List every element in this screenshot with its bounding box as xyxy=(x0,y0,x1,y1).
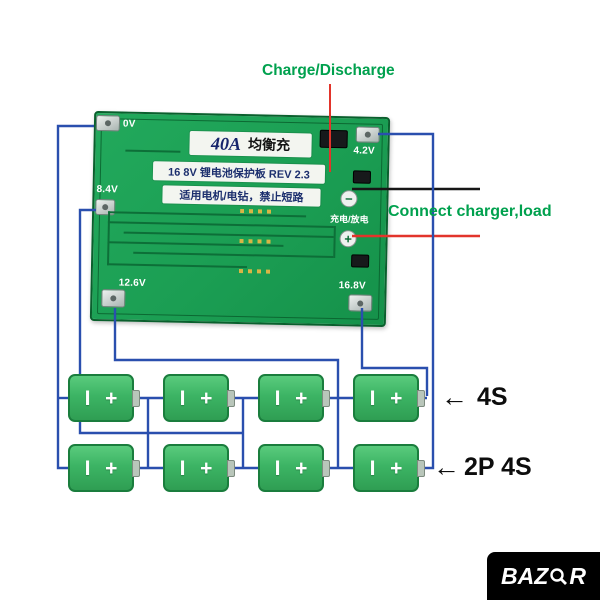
plus-mark: + xyxy=(344,231,353,247)
charge-minus-pad: − xyxy=(340,190,358,208)
left-arrow-icon: ← xyxy=(441,382,468,412)
battery-positive-mark: + xyxy=(295,456,308,480)
battery-cell: I + xyxy=(258,374,330,422)
battery-positive-mark: + xyxy=(200,456,213,480)
solder-pad-4v2 xyxy=(355,126,380,143)
battery-negative-mark: I xyxy=(84,456,91,480)
via-cluster xyxy=(239,238,274,244)
battery-positive-mark: + xyxy=(105,386,118,410)
pad-label-16v8: 16.8V xyxy=(338,280,366,292)
board-title-label: 16 8V 锂电池保护板 REV 2.3 xyxy=(152,161,326,184)
battery-terminal-nub xyxy=(417,460,425,477)
via-cluster xyxy=(240,209,275,214)
battery-terminal-nub xyxy=(132,390,140,407)
pcb-trace xyxy=(133,251,334,258)
battery-negative-mark: I xyxy=(369,386,376,410)
pad-label-8v4: 8.4V xyxy=(96,183,119,196)
pcb-trace xyxy=(108,211,307,218)
battery-cell: I + xyxy=(258,444,330,492)
solder-pad-16v8 xyxy=(348,294,373,312)
minus-mark: − xyxy=(344,191,353,207)
battery-negative-mark: I xyxy=(274,456,281,480)
battery-cell: I + xyxy=(163,374,235,422)
battery-terminal-nub xyxy=(227,390,235,407)
battery-negative-mark: I xyxy=(84,386,91,410)
board-warning-label: 适用电机/电钻，禁止短路 xyxy=(162,185,321,207)
pcb-trace xyxy=(107,211,111,266)
charge-discharge-annotation: Charge/Discharge xyxy=(262,62,395,79)
via-cluster xyxy=(238,268,273,274)
solder-pad-0v xyxy=(95,114,121,132)
battery-terminal-nub xyxy=(417,390,425,407)
pad-label-4v2: 4.2V xyxy=(353,145,375,157)
pcb-trace xyxy=(123,231,334,238)
battery-terminal-nub xyxy=(132,460,140,477)
ic-chip xyxy=(351,254,370,268)
ic-chip xyxy=(319,129,348,149)
battery-cell: I + xyxy=(68,374,140,422)
battery-terminal-nub xyxy=(322,460,330,477)
battery-cell: I + xyxy=(68,444,140,492)
battery-terminal-nub xyxy=(227,460,235,477)
bazar-watermark: BAZ R xyxy=(487,552,600,600)
battery-cell: I + xyxy=(353,374,425,422)
row2-config-text: 2P 4S xyxy=(464,453,532,481)
battery-negative-mark: I xyxy=(179,386,186,410)
pcb-trace xyxy=(107,221,334,228)
board-rating-label: 40A 均衡充 xyxy=(189,130,312,158)
pad-label-0v: 0V xyxy=(122,118,136,130)
row1-config-label: ← 4S xyxy=(441,383,508,412)
charge-discharge-cn-text: 充电/放电 xyxy=(329,213,369,225)
pcb-trace xyxy=(125,149,181,153)
watermark-text-right: R xyxy=(569,562,586,589)
board-title-text: 16 8V 锂电池保护板 REV 2.3 xyxy=(167,165,310,181)
battery-terminal-nub xyxy=(322,390,330,407)
connect-charger-annotation: Connect charger,load xyxy=(388,203,552,220)
battery-positive-mark: + xyxy=(200,386,213,410)
battery-cell: I + xyxy=(353,444,425,492)
battery-negative-mark: I xyxy=(369,456,376,480)
left-arrow-icon: ← xyxy=(433,452,460,482)
solder-pad-12v6 xyxy=(101,289,126,308)
charge-plus-pad: + xyxy=(339,230,357,248)
battery-positive-mark: + xyxy=(295,386,308,410)
battery-positive-mark: + xyxy=(390,386,403,410)
watermark-text-left: BAZ xyxy=(501,562,549,589)
row2-config-label: ← 2P 4S xyxy=(433,453,532,482)
pcb-trace xyxy=(107,263,248,269)
battery-positive-mark: + xyxy=(390,456,403,480)
battery-negative-mark: I xyxy=(274,386,281,410)
row1-config-text: 4S xyxy=(477,383,508,411)
board-warning-text: 适用电机/电钻，禁止短路 xyxy=(179,189,304,205)
bms-board: 40A 均衡充 16 8V 锂电池保护板 REV 2.3 适用电机/电钻，禁止短… xyxy=(89,110,391,328)
pad-label-12v6: 12.6V xyxy=(118,277,146,290)
battery-negative-mark: I xyxy=(179,456,186,480)
magnifier-icon xyxy=(550,567,568,585)
balance-charge-text: 均衡充 xyxy=(247,136,291,154)
battery-positive-mark: + xyxy=(105,456,118,480)
pcb-trace xyxy=(333,225,336,259)
ic-chip xyxy=(352,170,372,184)
amp-rating-text: 40A xyxy=(210,132,242,154)
battery-cell: I + xyxy=(163,444,235,492)
